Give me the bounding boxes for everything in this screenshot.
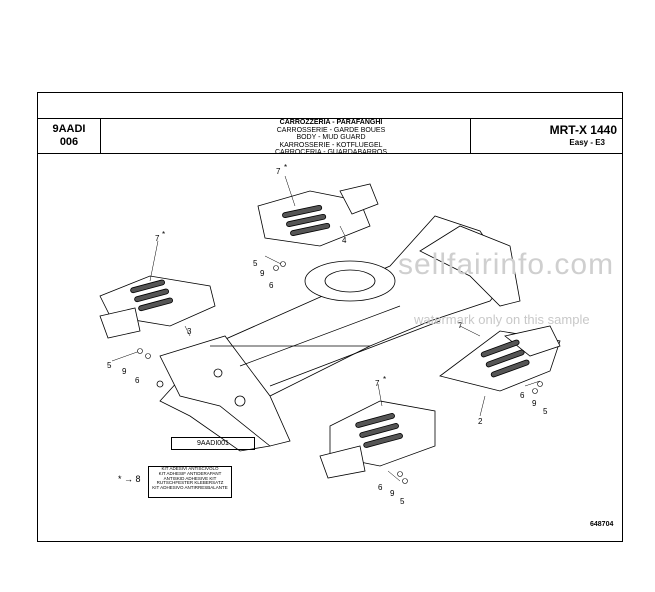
kit-callout: * → 8 [118, 474, 141, 484]
kit-line: RUTSCHFESTER KLEBERSATZ [156, 480, 224, 486]
callout-5: 5 [543, 407, 548, 416]
mount-hole [234, 395, 246, 407]
bolt [273, 265, 279, 271]
callout-9: 9 [122, 367, 127, 376]
watermark-url: sellfairinfo.com [398, 248, 615, 281]
leader-line [284, 175, 296, 207]
drawing-reference-label: 9AADI001 [171, 437, 255, 450]
leader-line [184, 325, 191, 337]
leader-line [149, 240, 159, 282]
callout-6: 6 [269, 281, 274, 290]
mudguard-part-3 [99, 275, 216, 339]
leader-line [111, 350, 141, 362]
mudguard-part-2 [439, 325, 561, 392]
callout-star: * [383, 375, 386, 384]
callout-6: 6 [520, 391, 525, 400]
callout-7: 7 [458, 321, 463, 330]
group-code: 9AADI [52, 123, 86, 135]
title-block: 9AADI 006 CARROZZERIA - PARAFANGHI CARRO… [37, 118, 623, 156]
callout-7: 7 [155, 234, 160, 243]
title-lines: CARROZZERIA - PARAFANGHI CARROSSERIE - G… [191, 119, 471, 156]
turntable-inner [324, 269, 376, 293]
page-number: 648704 [590, 521, 614, 528]
callout-star: * [162, 230, 165, 239]
model-box: MRT-X 1440 Easy - E3 [470, 119, 623, 153]
bolt [280, 261, 286, 267]
title-french: CARROSSERIE - GARDE BOUES [276, 126, 386, 134]
group-code-box: 9AADI 006 [38, 119, 101, 153]
callout-4: 4 [342, 236, 347, 245]
chassis-rear-arm [419, 225, 521, 307]
leader-line [479, 395, 486, 417]
bolt [397, 471, 403, 477]
mount-hole [213, 368, 223, 378]
frame-line [239, 305, 401, 367]
antiskid-kit-legend: KIT ADESIVI ANTISCIVOLO KIT ADHESIF ANTI… [148, 466, 232, 498]
callout-star: * [284, 163, 287, 172]
bolt [402, 478, 408, 484]
mudguard-lower [319, 400, 436, 479]
mount-hole [156, 380, 164, 388]
bolt [137, 348, 143, 354]
group-subcode: 006 [59, 136, 79, 148]
kit-line: KIT ADHESIF ANTIDERAPANT [158, 470, 222, 476]
model-variant: Easy - E3 [569, 138, 605, 147]
callout-5: 5 [107, 361, 112, 370]
bolt [532, 388, 538, 394]
callout-7: 7 [375, 379, 380, 388]
callout-5: 5 [253, 259, 258, 268]
callout-6: 6 [378, 483, 383, 492]
kit-line: ANTISKID ADHESIVE KIT [163, 475, 217, 481]
callout-9: 9 [260, 269, 265, 278]
callout-9: 9 [532, 399, 537, 408]
drawing-sheet-frame [37, 92, 623, 542]
kit-line: KIT ADESIVI ANTISCIVOLO [161, 466, 219, 471]
bolt [145, 353, 151, 359]
exploded-parts-drawing: 7 * 4 7 * 3 7 2 7 * 5 9 6 5 9 6 6 9 5 6 … [99, 163, 561, 506]
model-name: MRT-X 1440 [549, 123, 617, 137]
bolt [537, 381, 543, 387]
callout-3: 3 [187, 327, 192, 336]
kit-line: KIT ADHESIVO ANTIRRESBALANTE [152, 485, 228, 491]
leader-line [339, 225, 346, 237]
title-spanish: CARROCERIA - GUARDABARROS [274, 149, 388, 156]
title-italian: CARROZZERIA - PARAFANGHI [279, 119, 383, 126]
leader-line [459, 325, 481, 337]
frame-line [269, 320, 441, 387]
callout-7: 7 [276, 167, 281, 176]
title-german: KARROSSERIE - KOTFLUEGEL [279, 141, 383, 149]
callout-6: 6 [135, 376, 140, 385]
watermark-note: watermark only on this sample [414, 312, 590, 327]
callout-2: 2 [478, 417, 483, 426]
mudguard-part-4 [257, 183, 379, 247]
leader-line [387, 470, 401, 482]
callout-9: 9 [390, 489, 395, 498]
title-english: BODY - MUD GUARD [296, 134, 366, 141]
leader-line [524, 380, 541, 387]
leader-line [377, 383, 383, 407]
callout-5: 5 [400, 497, 405, 506]
